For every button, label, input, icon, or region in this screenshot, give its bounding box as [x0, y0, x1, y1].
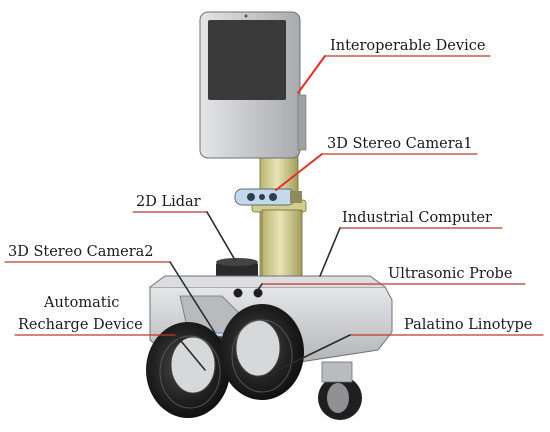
ultrasonic-sensor-left: [233, 288, 243, 298]
leader-stereo-camera-1: [275, 153, 323, 191]
device-side-bracket: [297, 94, 307, 151]
left-wheel: [146, 322, 230, 418]
label-recharge-line-1: Automatic: [43, 295, 119, 311]
right-wheel: [220, 304, 304, 400]
leader-stereo-camera-2: [169, 261, 216, 334]
label-stereo-camera-2: 3D Stereo Camera2: [8, 244, 154, 260]
robot-illustration: [146, 11, 393, 420]
label-stereo-camera-1: 3D Stereo Camera1: [327, 136, 473, 152]
label-recharge-line-2: Recharge Device: [18, 317, 143, 333]
label-industrial-computer: Industrial Computer: [342, 210, 492, 226]
leader-ultrasonic-probe: [257, 283, 263, 291]
device-camera-dot: [244, 14, 248, 18]
leader-palatino-linotype: [281, 334, 351, 369]
mast-lower: [261, 209, 303, 279]
callout-labels: Interoperable Device 3D Stereo Camera1 2…: [8, 38, 532, 333]
ultrasonic-sensor-right: [253, 288, 263, 298]
callout-lines: [4, 55, 544, 371]
leader-industrial-computer: [319, 227, 341, 277]
leader-interoperable-device: [297, 55, 326, 94]
label-interoperable-device: Interoperable Device: [330, 38, 485, 54]
stereo-camera-1: [234, 188, 302, 206]
leader-lidar: [206, 211, 236, 261]
label-ultrasonic-probe: Ultrasonic Probe: [388, 266, 512, 282]
leader-recharge-device: [175, 334, 206, 371]
caster-wheel: [318, 361, 362, 420]
device-screen: [208, 20, 286, 100]
label-palatino-linotype: Palatino Linotype: [404, 317, 532, 333]
label-lidar: 2D Lidar: [136, 194, 201, 210]
